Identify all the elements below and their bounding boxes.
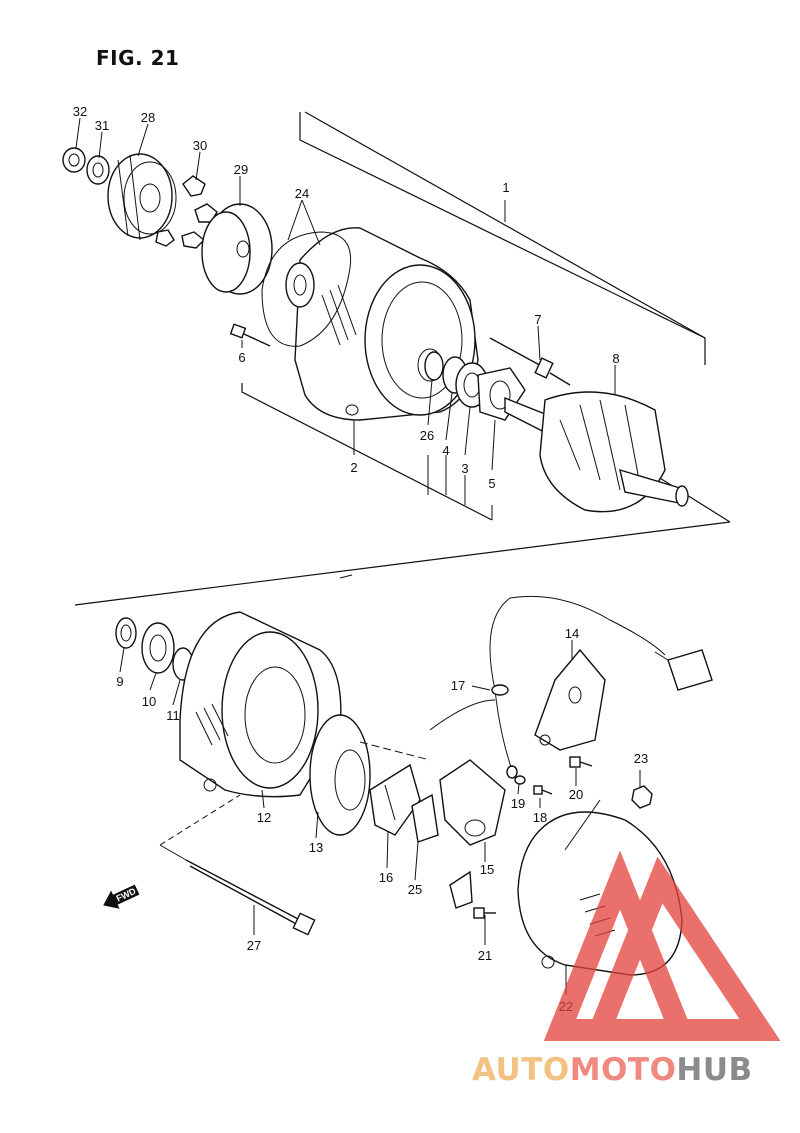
- pulley-disc: [201, 203, 273, 295]
- stator-winding: [309, 714, 371, 836]
- wiring-harness: [429, 595, 666, 779]
- rear-bearing: [141, 622, 175, 674]
- regulator-bracket: [439, 759, 506, 846]
- screw-19: [514, 775, 526, 785]
- callout-31: 31: [95, 118, 109, 133]
- callout-21: 21: [478, 948, 492, 963]
- screw-20: [569, 756, 593, 768]
- watermark-text: AUTOMOTOHUB: [472, 1052, 792, 1088]
- callout-23: 23: [634, 751, 648, 766]
- nut-23: [631, 785, 653, 809]
- callout-4: 4: [442, 443, 449, 458]
- figure-title: FIG. 21: [96, 46, 180, 70]
- callout-16: 16: [379, 870, 393, 885]
- watermark-moto: MOTO: [569, 1052, 677, 1088]
- watermark-logo-icon: [543, 850, 781, 1041]
- callout-9: 9: [116, 674, 123, 689]
- callout-8: 8: [612, 351, 619, 366]
- callout-1: 1: [502, 180, 509, 195]
- callout-12: 12: [257, 810, 271, 825]
- callout-14: 14: [565, 626, 579, 641]
- callout-2: 2: [350, 460, 357, 475]
- callout-29: 29: [234, 162, 248, 177]
- brush-insulator: [411, 793, 439, 843]
- harness-connector: [654, 649, 713, 691]
- watermark-hub: HUB: [676, 1052, 753, 1088]
- callout-24: 24: [295, 186, 309, 201]
- callout-13: 13: [309, 840, 323, 855]
- housing-bolt: [229, 323, 271, 347]
- rotor-assembly: [504, 391, 689, 513]
- screw-21: [473, 907, 496, 919]
- callout-7: 7: [534, 312, 541, 327]
- damper-pieces: [155, 175, 218, 249]
- stud-bolt: [489, 337, 571, 386]
- callout-3: 3: [461, 461, 468, 476]
- pulley-nut: [62, 147, 86, 173]
- callout-11: 11: [166, 708, 180, 723]
- terminal-plate: [449, 870, 473, 909]
- screw-18: [533, 785, 553, 795]
- callout-26: 26: [420, 428, 434, 443]
- shim-washer: [115, 617, 137, 649]
- rear-housing: [179, 611, 342, 798]
- rectifier-holder: [534, 648, 606, 751]
- callout-5: 5: [488, 476, 495, 491]
- callout-19: 19: [511, 796, 525, 811]
- spacer-ring: [424, 351, 444, 381]
- callout-30: 30: [193, 138, 207, 153]
- callout-10: 10: [142, 694, 156, 709]
- pulley-hub: [107, 153, 177, 241]
- callout-6: 6: [238, 350, 245, 365]
- callout-17: 17: [451, 678, 465, 693]
- callout-15: 15: [480, 862, 494, 877]
- through-bolt: [185, 859, 316, 936]
- brush-holder: [369, 763, 421, 836]
- callout-28: 28: [141, 110, 155, 125]
- fwd-arrow-icon: FWD: [103, 884, 140, 909]
- callout-18: 18: [533, 810, 547, 825]
- lock-washer: [86, 155, 110, 185]
- bearing-group-bracket: [241, 383, 493, 521]
- oil-seal: [285, 262, 315, 308]
- callout-32: 32: [73, 104, 87, 119]
- assembly-bracket-upper: [299, 112, 706, 365]
- housing-o-ring: [261, 231, 352, 347]
- assembly-connector-line: [74, 521, 731, 606]
- callout-25: 25: [408, 882, 422, 897]
- callout-20: 20: [569, 787, 583, 802]
- watermark-auto: AUTO: [472, 1052, 570, 1088]
- callout-27: 27: [247, 938, 261, 953]
